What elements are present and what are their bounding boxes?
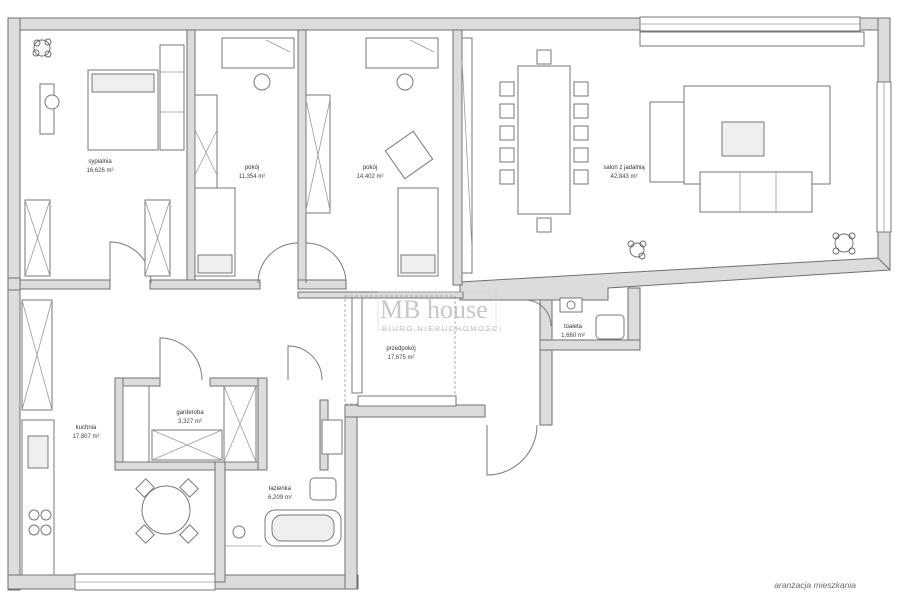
kitchen-furniture [21,299,199,576]
room-area-przedpokoj: 17,675 m² [387,355,414,361]
room-area-toaleta: 1,660 m² [561,333,585,339]
room-name-salon: salon z jadalnią [603,165,645,171]
room-name-kuchnia: kuchnia [76,425,97,431]
watermark-subtitle: BIURO NIERUCHOMOŚCI [382,324,503,333]
room-name-sypialnia: sypialnia [88,159,112,165]
bathroom-fixtures [225,419,343,547]
room-area-kuchnia: 17,807 m² [72,434,99,440]
wardrobe-furniture [122,385,257,463]
salon-furniture [461,31,865,274]
room-name-garderoba: garderoba [176,410,204,416]
room-area-sypialnia: 16,626 m² [86,168,113,174]
hall-elements [344,295,457,407]
watermark-title: MB house [380,295,488,324]
room-name-przedpokoj: przedpokój [386,346,415,352]
toilet-fixtures [559,297,625,340]
bedroom-furniture [24,38,185,277]
plant-icon [32,38,52,58]
room-name-pokoj-2: pokój [363,165,377,171]
room-area-pokoj-1: 11,354 m² [239,174,266,180]
room-labels: sypialnia 16,626 m² pokój 11,354 m² pokó… [72,159,645,501]
room-area-lazienka: 6,209 m² [268,495,292,501]
room-area-pokoj-2: 14,402 m² [356,174,383,180]
windows [74,16,892,591]
plant-icon [627,240,647,260]
room2-furniture [305,37,439,277]
plant-icon [832,232,856,255]
room-name-toaleta: toaleta [564,324,583,330]
room-area-salon: 42,843 m² [610,174,637,180]
room-name-pokoj-1: pokój [245,165,259,171]
watermark: MB house BIURO NIERUCHOMOŚCI [377,291,503,333]
room-name-lazienka: łazienka [269,486,292,492]
room1-furniture [194,37,295,277]
plan-caption: aranżacja mieszkania [774,580,856,590]
room-area-garderoba: 3,327 m² [178,419,202,425]
